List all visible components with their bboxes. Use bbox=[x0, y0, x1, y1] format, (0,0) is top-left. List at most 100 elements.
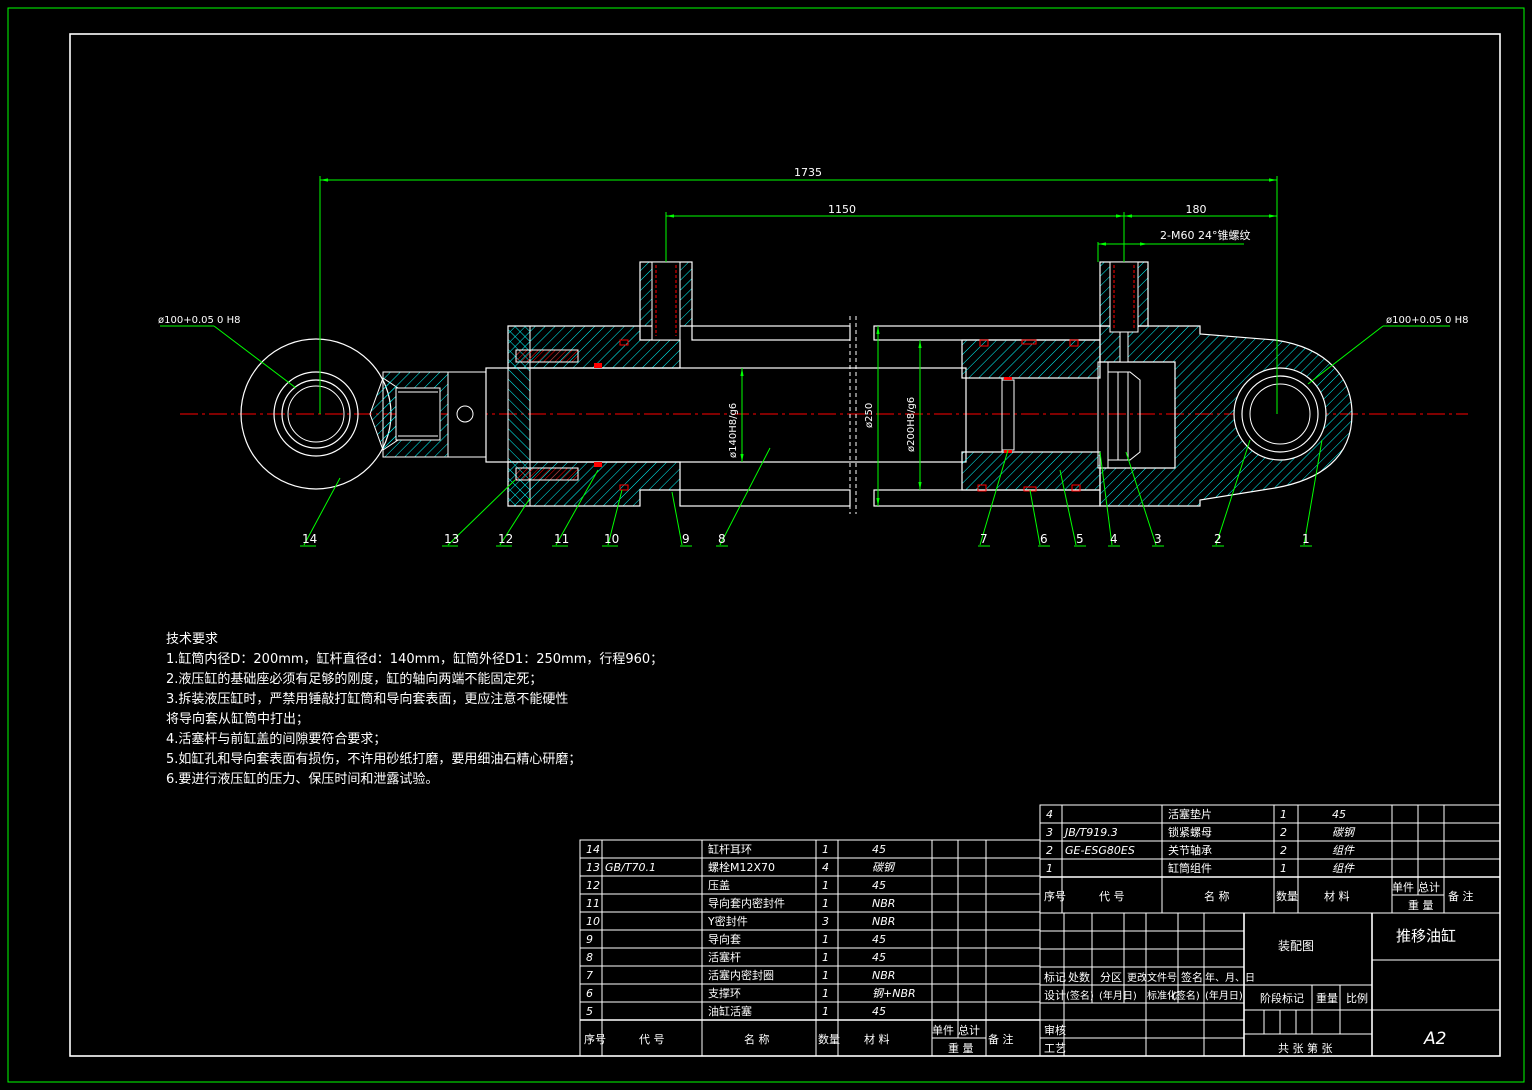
bom-cell-name: 关节轴承 bbox=[1168, 843, 1212, 857]
cylinder-bottom bbox=[1099, 261, 1353, 507]
bom-cell-material: 45 bbox=[872, 879, 886, 892]
tb-review: 审核 bbox=[1044, 1023, 1066, 1037]
balloon-10: 10 bbox=[604, 532, 619, 546]
bom-cell-name: 支撑环 bbox=[708, 986, 741, 1000]
bom-header-qty: 数量 bbox=[818, 1033, 840, 1046]
balloon-5: 5 bbox=[1076, 532, 1084, 546]
dim-port-spacing: 1150 bbox=[828, 203, 856, 216]
bom-header-total_w: 总计 bbox=[958, 1023, 980, 1037]
tb-stage: 阶段标记 bbox=[1260, 991, 1304, 1005]
dimensions: 1735 1150 180 2-M60 24°锥螺纹 ø100+0.05 0 H… bbox=[158, 166, 1468, 506]
bom-cell-material: 组件 bbox=[1332, 844, 1355, 857]
drawing-subtitle: 装配图 bbox=[1278, 939, 1314, 953]
tb-change-doc: 更改文件号 bbox=[1127, 971, 1177, 984]
dim-bore-dia: ø200H8/g6 bbox=[906, 397, 917, 452]
drawing-title: 推移油缸 bbox=[1396, 927, 1456, 945]
bom-cell-no: 4 bbox=[1046, 808, 1053, 821]
bom-cell-material: 碳钢 bbox=[872, 861, 896, 874]
bom-cell-no: 6 bbox=[586, 987, 593, 1000]
bom-cell-name: 活塞垫片 bbox=[1168, 807, 1212, 821]
technical-requirements: 技术要求 1.缸筒内径D：200mm，缸杆直径d：140mm，缸筒外径D1：25… bbox=[166, 630, 663, 790]
dim-port-thread: 2-M60 24°锥螺纹 bbox=[1160, 228, 1250, 242]
title-block bbox=[1039, 912, 1501, 1057]
bom-cell-name: 活塞杆 bbox=[708, 950, 741, 964]
tb-weight: 重量 bbox=[1316, 991, 1338, 1005]
bom-cell-name: 压盖 bbox=[708, 878, 730, 892]
bom-header-no: 序号 bbox=[584, 1032, 606, 1046]
dim-port-to-eye: 180 bbox=[1186, 203, 1207, 216]
bom-cell-material: 45 bbox=[872, 951, 886, 964]
bom-cell-material: 钢+NBR bbox=[872, 987, 916, 1000]
bom-header-total_w: 总计 bbox=[1418, 880, 1440, 894]
tb-count: 处数 bbox=[1068, 971, 1090, 984]
tb-sign: 签名 bbox=[1181, 970, 1203, 984]
balloon-6: 6 bbox=[1040, 532, 1048, 546]
bom-cell-qty: 1 bbox=[822, 879, 829, 892]
bom-cell-name: Y密封件 bbox=[707, 914, 748, 928]
bom-cell-no: 2 bbox=[1046, 844, 1053, 857]
tb-craft: 工艺 bbox=[1044, 1042, 1066, 1055]
tb-sign-paren2: (签名) bbox=[1172, 989, 1200, 1002]
title-block-text: 标记 处数 分区 更改文件号 签名 年、月、日 设计 (签名) (年月日) 标准… bbox=[1044, 927, 1456, 1055]
bom-cell-name: 油缸活塞 bbox=[708, 1004, 752, 1018]
bom-header-code: 代 号 bbox=[1099, 890, 1125, 903]
balloon-4: 4 bbox=[1110, 532, 1118, 546]
bom-cell-no: 3 bbox=[1046, 826, 1053, 839]
balloon-12: 12 bbox=[498, 532, 513, 546]
balloon-3: 3 bbox=[1154, 532, 1162, 546]
bom-cell-name: 锁紧螺母 bbox=[1168, 825, 1212, 839]
bom-cell-name: 缸筒组件 bbox=[1168, 861, 1212, 875]
bom-header-remark: 备 注 bbox=[988, 1032, 1014, 1046]
bom-cell-no: 12 bbox=[586, 879, 600, 892]
bom-header-remark: 备 注 bbox=[1448, 889, 1474, 903]
bom-cell-no: 14 bbox=[586, 843, 600, 856]
bom-header-unit_w: 单件 bbox=[1392, 881, 1414, 894]
tb-mark: 标记 bbox=[1044, 970, 1066, 984]
bom-cell-material: NBR bbox=[872, 915, 895, 928]
bom-header-weight: 重 量 bbox=[948, 1041, 974, 1055]
tech-heading: 技术要求 bbox=[166, 632, 219, 647]
bom-cell-qty: 1 bbox=[822, 969, 829, 982]
part-balloons: 14 13 12 11 10 9 8 7 6 5 4 3 2 1 bbox=[302, 532, 1310, 546]
bom-table-left bbox=[579, 839, 1041, 1057]
dim-barrel-od: ø250 bbox=[864, 403, 875, 428]
dim-eye-bore-right: ø100+0.05 0 H8 bbox=[1386, 315, 1468, 326]
bom-cell-name: 螺栓M12X70 bbox=[708, 860, 775, 874]
bom-cell-material: NBR bbox=[872, 969, 895, 982]
dim-overall-length: 1735 bbox=[794, 166, 822, 179]
tb-design: 设计 bbox=[1044, 989, 1066, 1002]
lock-nut bbox=[1097, 361, 1141, 469]
bom-cell-qty: 2 bbox=[1280, 826, 1287, 839]
tb-sign-paren: (签名) bbox=[1066, 989, 1094, 1002]
bom-header-name: 名 称 bbox=[1204, 889, 1230, 903]
sheet-size: A2 bbox=[1423, 1029, 1446, 1049]
tech-item: 将导向套从缸筒中打出； bbox=[166, 712, 310, 727]
bom-header-qty: 数量 bbox=[1276, 890, 1298, 903]
dim-rod-dia: ø140H8/g6 bbox=[728, 403, 739, 458]
dim-eye-bore-left: ø100+0.05 0 H8 bbox=[158, 315, 240, 326]
bom-cell-no: 13 bbox=[586, 861, 600, 874]
part-leaders bbox=[303, 439, 1323, 546]
bom-cell-material: 45 bbox=[872, 843, 886, 856]
rod-eye bbox=[240, 338, 487, 490]
tech-item: 5.如缸孔和导向套表面有损伤，不许用砂纸打磨，要用细油石精心研磨； bbox=[166, 752, 582, 767]
piston-rod bbox=[485, 367, 967, 463]
bom-cell-name: 缸杆耳环 bbox=[708, 842, 752, 856]
bom-cell-material: 组件 bbox=[1332, 862, 1355, 875]
tb-sheets: 共 张 第 张 bbox=[1278, 1041, 1333, 1055]
bom-cell-qty: 4 bbox=[822, 861, 829, 874]
tech-item: 4.活塞杆与前缸盖的间隙要符合要求； bbox=[166, 732, 387, 747]
bom-cell-qty: 1 bbox=[822, 1005, 829, 1018]
bom-cell-qty: 3 bbox=[822, 915, 829, 928]
bom-cell-qty: 1 bbox=[822, 843, 829, 856]
tb-date-paren2: (年月日) bbox=[1205, 989, 1243, 1002]
bom-cell-material: 碳钢 bbox=[1332, 826, 1356, 839]
balloon-13: 13 bbox=[444, 532, 459, 546]
bom-header-material: 材 料 bbox=[864, 1032, 890, 1046]
bom-cell-no: 10 bbox=[586, 915, 600, 928]
bom-cell-code: GE-ESG80ES bbox=[1065, 844, 1135, 857]
bom-cell-qty: 1 bbox=[822, 897, 829, 910]
outer-border bbox=[7, 7, 1525, 1083]
